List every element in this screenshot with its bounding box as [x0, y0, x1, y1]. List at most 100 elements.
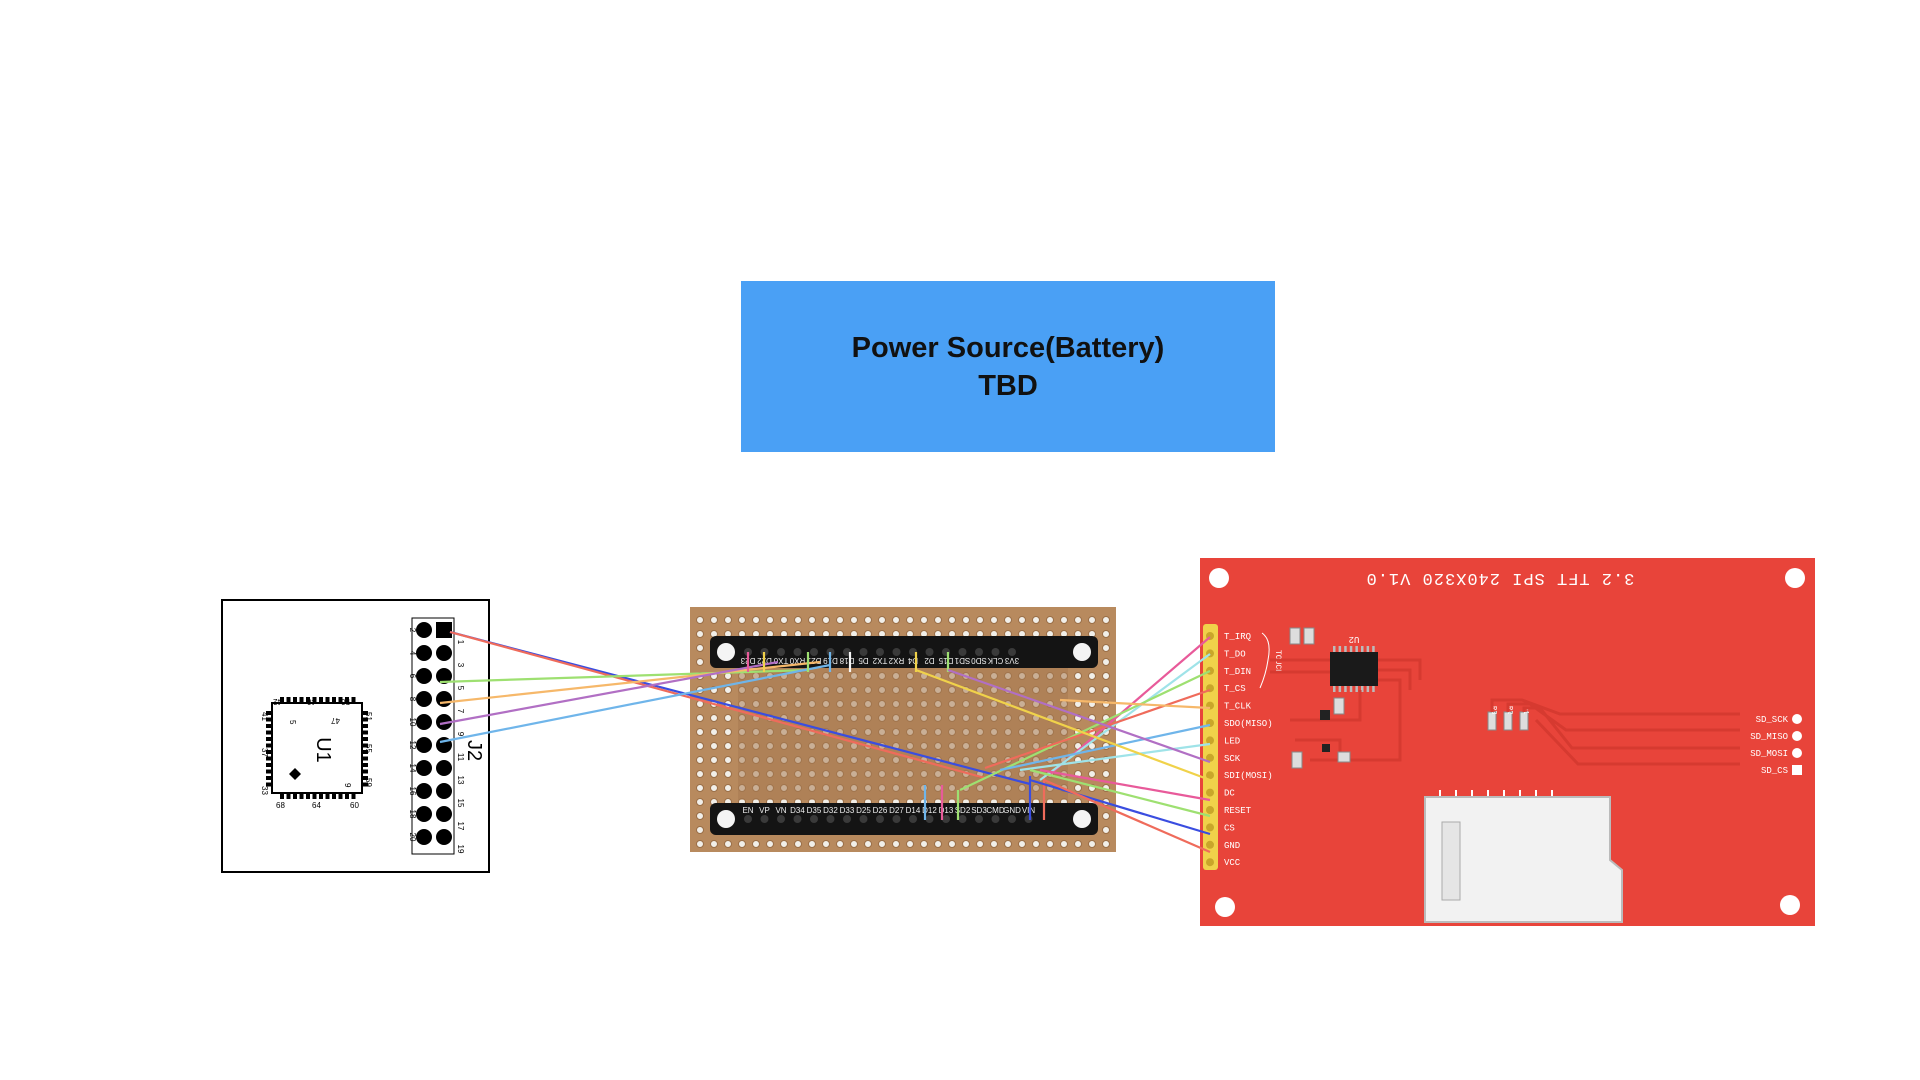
- perf-hole: [1074, 784, 1082, 792]
- header-pin: [859, 815, 868, 823]
- perf-hole: [1074, 616, 1082, 624]
- mount-hole: [1209, 568, 1229, 588]
- chip-pad: [361, 769, 368, 774]
- perf-hole: [696, 812, 704, 820]
- chip-pin-number: 41: [260, 712, 269, 721]
- tft-pin-dot: [1206, 823, 1214, 832]
- perf-hole: [1004, 616, 1012, 624]
- chip-pad: [266, 717, 273, 722]
- perf-hole: [710, 616, 718, 624]
- perf-hole: [696, 742, 704, 750]
- perf-hole: [724, 728, 732, 736]
- header-pin: [826, 815, 835, 823]
- perf-hole: [1088, 616, 1096, 624]
- wire-pink: [1039, 768, 1211, 802]
- u2-chip: [1330, 652, 1378, 686]
- sd-socket-legs: [1439, 790, 1553, 800]
- sd-pin-pad: [1792, 731, 1802, 741]
- wire-red: [1043, 778, 1211, 854]
- perf-hole: [1102, 630, 1110, 638]
- chip-pad: [345, 697, 349, 704]
- chip-pad: [361, 776, 368, 780]
- perf-hole: [906, 840, 914, 848]
- pin-label: D18: [839, 656, 854, 665]
- perf-hole: [906, 616, 914, 624]
- power-source-box: Power Source(Battery) TBD: [741, 281, 1275, 452]
- header-pin: [859, 648, 868, 656]
- pin-label: CLK: [987, 656, 1003, 665]
- perf-hole: [850, 840, 858, 848]
- sd-traces: [1490, 698, 1740, 766]
- tft-pin-labels: T_IRQ T_DO T_DIN T_CS T_CLK SDO(MISO) LE…: [1224, 632, 1273, 868]
- chip-pads: [266, 697, 368, 799]
- chip-pad: [361, 756, 368, 761]
- perf-hole: [1032, 616, 1040, 624]
- chip-pad: [361, 782, 368, 787]
- perf-hole: [822, 616, 830, 624]
- perf-hole: [948, 840, 956, 848]
- header-hole: [436, 806, 452, 822]
- perf-hole: [738, 840, 746, 848]
- header-pin: [810, 815, 818, 823]
- header-pin-number: 9: [456, 732, 465, 737]
- header-pin: [909, 815, 917, 823]
- mount-hole: [1073, 643, 1091, 661]
- tft-pin-label: T_IRQ: [1224, 632, 1251, 642]
- sd-pin-label: SD_MOSI: [1750, 749, 1788, 759]
- tft-pin-label: SCK: [1224, 754, 1241, 764]
- header-pin: [975, 648, 983, 656]
- sd-pin-pad-square: [1792, 765, 1802, 775]
- wire-red: [984, 688, 1211, 770]
- sd-pin-label: SD_SCK: [1756, 715, 1789, 725]
- header-pin-number: 7: [456, 709, 465, 714]
- header-pin: [958, 648, 967, 656]
- tft-pin-label: VCC: [1224, 858, 1241, 868]
- tft-pin-label: T_CS: [1224, 684, 1246, 694]
- bottom-header-strip: [710, 803, 1098, 835]
- header-pin: [892, 648, 901, 656]
- perf-hole: [724, 784, 732, 792]
- perf-hole: [696, 826, 704, 834]
- perf-hole: [780, 616, 788, 624]
- pin-label: SD1: [954, 656, 970, 665]
- mount-hole: [717, 810, 735, 828]
- perf-hole: [752, 616, 760, 624]
- mount-hole: [1785, 568, 1805, 588]
- u2-label: U2: [1349, 634, 1360, 644]
- perf-hole: [822, 840, 830, 848]
- pin-label: SD2: [955, 806, 971, 815]
- header-pin: [777, 815, 785, 823]
- header-pin: [991, 648, 1000, 656]
- perf-hole: [1102, 826, 1110, 834]
- perf-hole: [808, 840, 816, 848]
- perf-hole: [892, 840, 900, 848]
- perf-hole: [1088, 672, 1096, 680]
- perf-hole: [864, 616, 872, 624]
- tft-pin-dots: [1206, 632, 1214, 867]
- pin-label: TX0: [773, 656, 788, 665]
- perf-hole: [1060, 840, 1068, 848]
- chip-pad: [286, 697, 291, 704]
- pin-label: D5: [858, 656, 869, 665]
- tft-pin-label: SDI(MOSI): [1224, 771, 1273, 781]
- tft-traces: [1270, 658, 1422, 700]
- header-pin-number: 6: [408, 674, 417, 679]
- header-pin-number: 17: [456, 822, 465, 831]
- chip-pad: [351, 697, 356, 704]
- header-pin-number: 8: [408, 697, 417, 702]
- chip-pad: [361, 750, 368, 754]
- wire-cyan: [1039, 653, 1211, 781]
- mount-hole: [1215, 897, 1235, 917]
- u2-leg: [1361, 646, 1364, 652]
- pin-label: D32: [823, 806, 838, 815]
- pin-label: SD3: [971, 806, 987, 815]
- header-hole: [416, 622, 432, 638]
- perf-hole: [1088, 686, 1096, 694]
- bottom-pin-labels: EN VP VN D34 D35 D32 D33 D25 D26 D27 D14…: [742, 806, 1035, 815]
- pin-label: D13: [939, 806, 954, 815]
- chip-pad: [361, 763, 368, 767]
- esp32-board: D23 D22 TX0 RX0 D21 D19 D18 D5 TX2 RX2 D…: [690, 607, 1116, 852]
- chip-pad: [338, 792, 343, 799]
- tft-pin-label: CS: [1224, 823, 1235, 833]
